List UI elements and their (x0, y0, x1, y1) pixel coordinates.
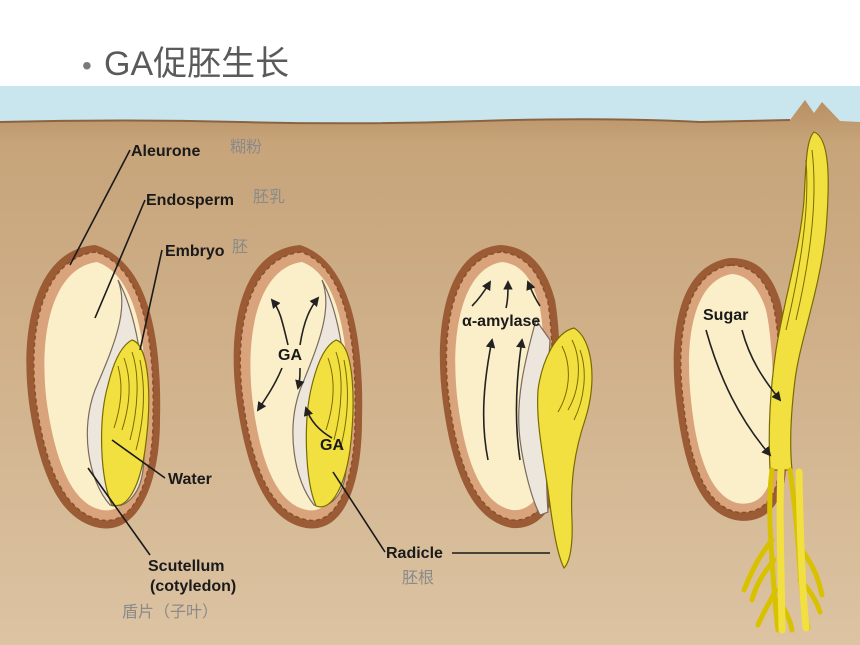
label-ga-1: GA (278, 347, 302, 364)
seed-3 (439, 245, 593, 570)
soil-surface-line (0, 118, 791, 125)
seed-4 (673, 131, 829, 634)
sugar-arrows (705, 329, 782, 457)
slide-title: • GA促胚生长 (82, 36, 289, 85)
shoot-detail (785, 149, 815, 331)
seed-2 (233, 245, 363, 529)
embryo-detail (557, 339, 585, 421)
embryo-detail (325, 351, 348, 451)
annotation-endosperm-zh: 胚乳 (253, 187, 285, 206)
annotation-scutellum-zh: 盾片（子叶） (122, 602, 218, 621)
embryo-detail (113, 351, 144, 451)
label-sugar: Sugar (703, 307, 748, 324)
endosperm-leader (94, 199, 146, 319)
label-radicle: Radicle (386, 545, 443, 562)
annotation-radicle-zh: 胚根 (402, 568, 434, 587)
embryo-with-radicle (537, 327, 593, 570)
water-leader (111, 439, 166, 479)
seed-1 (26, 245, 161, 529)
label-amylase: α-amylase (462, 313, 540, 330)
annotation-embryo-zh: 胚 (232, 237, 248, 256)
label-scutellum: Scutellum (148, 558, 224, 575)
amylase-arrows (471, 280, 541, 461)
label-cotyledon: (cotyledon) (150, 578, 236, 595)
soil-background (0, 100, 860, 645)
embryo-leader (139, 249, 163, 351)
aleurone-leader (69, 149, 131, 266)
ga-arrows (256, 296, 333, 439)
label-embryo: Embryo (165, 243, 225, 260)
title-text: GA促胚生长 (104, 45, 290, 83)
label-water: Water (168, 471, 212, 488)
endosperm (689, 274, 774, 504)
roots-outline (776, 466, 810, 634)
label-endosperm: Endosperm (146, 192, 234, 209)
sky-strip (0, 86, 860, 124)
label-aleurone: Aleurone (131, 143, 200, 160)
label-ga-2: GA (320, 437, 344, 454)
leader-lines (69, 149, 550, 556)
radicle-leader (332, 471, 386, 553)
annotation-aleurone-zh: 糊粉 (230, 137, 262, 156)
bullet: • (82, 50, 92, 81)
scutellum-leader (87, 467, 151, 556)
